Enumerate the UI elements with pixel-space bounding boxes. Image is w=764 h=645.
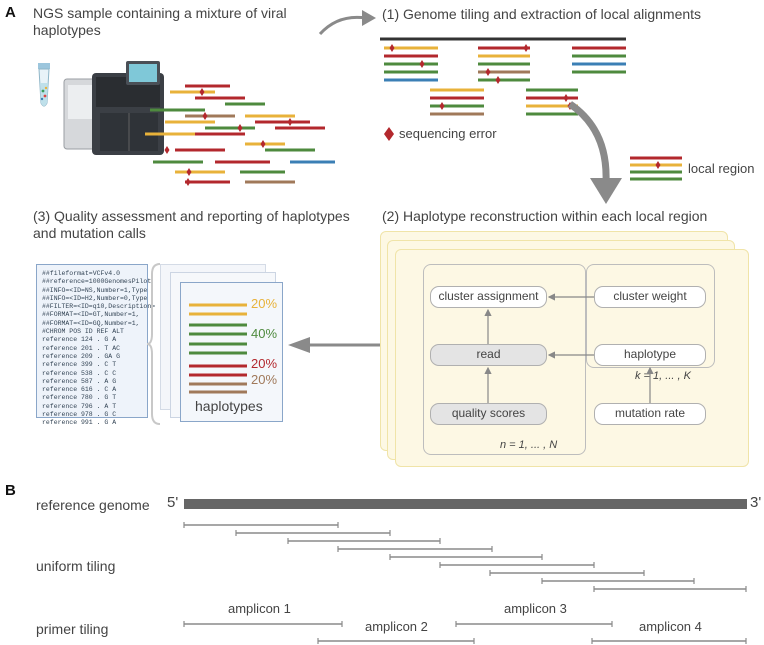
- sequencer-machine-icon: [63, 61, 164, 155]
- vcf-line: reference 201 . T AC: [42, 344, 121, 352]
- reference-genome-label: reference genome: [36, 497, 150, 513]
- error-marker: [199, 88, 205, 96]
- curved-arrow-2: [567, 101, 622, 204]
- vcf-line: reference 991 . G A: [42, 419, 117, 427]
- amplicon-3-label: amplicon 3: [504, 601, 567, 616]
- freq-green: 40%: [251, 326, 278, 341]
- sample-title-line1: NGS sample containing a mixture of viral: [33, 5, 287, 21]
- error-marker: [186, 168, 192, 176]
- sequencer-illustration: [38, 61, 164, 155]
- scattered-reads: [145, 84, 335, 186]
- vcf-line: ##FORMAT=<ID=GT,Number=1,: [42, 311, 140, 319]
- vcf-line: reference 780 . G T: [42, 394, 117, 402]
- plate-n-label: n = 1, ... , N: [500, 439, 558, 451]
- haplotype-card-front: 20% 40% 20% 20% haplotypes: [180, 282, 283, 422]
- amplicon-2-label: amplicon 2: [365, 619, 428, 634]
- vcf-line: reference 538 . C C: [42, 369, 117, 377]
- error-marker: [495, 76, 501, 84]
- error-marker: [287, 118, 293, 126]
- freq-yellow: 20%: [251, 296, 278, 311]
- bracket: [146, 263, 161, 425]
- vcf-line: reference 399 . C T: [42, 361, 117, 369]
- local-region-illustration: [630, 156, 682, 181]
- vcf-line: #CHROM POS ID REF ALT: [42, 328, 124, 336]
- step3-title-line2: and mutation calls: [33, 225, 146, 241]
- model-panel: cluster assignment cluster weight read h…: [395, 249, 749, 467]
- model-arrows: [484, 293, 654, 403]
- error-marker: [260, 140, 266, 148]
- primer-tiling-label: primer tiling: [36, 621, 109, 637]
- vcf-line: ##INFO=<ID=NS,Number=1,Type: [42, 286, 148, 294]
- tiling-segments: [183, 522, 747, 644]
- node-haplotype: haplotype: [594, 344, 706, 366]
- sequencing-error-icon: [384, 127, 394, 141]
- plate-n: [423, 264, 586, 455]
- vcf-line: ##FILTER=<ID=q10,Description=: [42, 303, 156, 311]
- freq-red: 20%: [251, 356, 278, 371]
- error-marker: [237, 124, 243, 132]
- result-arrow: [288, 337, 384, 353]
- error-marker: [202, 112, 208, 120]
- error-marker: [419, 60, 425, 68]
- freq-brown: 20%: [251, 372, 278, 387]
- node-read: read: [430, 344, 547, 366]
- error-marker: [185, 178, 191, 186]
- amplicon-4-label: amplicon 4: [639, 619, 702, 634]
- vcf-line: reference 209 . GA G: [42, 352, 121, 360]
- local-region-label: local region: [688, 161, 755, 176]
- error-marker: [563, 94, 569, 102]
- curved-arrow-1: [318, 10, 376, 36]
- three-prime-label: 3': [750, 494, 762, 511]
- node-cluster-weight: cluster weight: [594, 286, 706, 308]
- vcf-document: ##fileformat=VCFv4.0##reference=1000Geno…: [36, 264, 155, 426]
- vcf-line: reference 796 . A T: [42, 402, 117, 410]
- vcf-line: reference 587 . A G: [42, 377, 117, 385]
- step2-title: (2) Haplotype reconstruction within each…: [382, 208, 708, 224]
- vcf-line: ##reference=1000GenomesPilot: [42, 278, 152, 286]
- sequencing-error-label: sequencing error: [399, 126, 497, 141]
- node-quality-scores: quality scores: [430, 403, 547, 425]
- vcf-lines: ##fileformat=VCFv4.0##reference=1000Geno…: [42, 270, 155, 428]
- vcf-line: reference 978 . G C: [42, 411, 117, 419]
- error-marker: [389, 44, 395, 52]
- genome-tiling-illustration: [380, 37, 626, 116]
- uniform-tiling-label: uniform tiling: [36, 558, 116, 574]
- vcf-line: ##fileformat=VCFv4.0: [42, 270, 121, 277]
- error-marker: [439, 102, 445, 110]
- error-marker: [523, 44, 529, 52]
- sample-tube-icon: [38, 63, 50, 107]
- error-marker: [655, 161, 661, 169]
- haplotype-lines: [189, 303, 247, 394]
- haplotypes-label: haplotypes: [195, 398, 263, 414]
- panel-b-letter: B: [5, 482, 16, 499]
- node-mutation-rate: mutation rate: [594, 403, 706, 425]
- amplicon-1-label: amplicon 1: [228, 601, 291, 616]
- sample-title-line2: haplotypes: [33, 22, 101, 38]
- reference-genome-bar: [184, 499, 747, 509]
- panel-a-letter: A: [5, 4, 16, 21]
- vcf-line: ##INFO=<ID=H2,Number=0,Type: [42, 294, 148, 302]
- five-prime-label: 5': [167, 494, 179, 511]
- node-cluster-assignment: cluster assignment: [430, 286, 547, 308]
- vcf-line: reference 616 . C A: [42, 386, 117, 394]
- error-marker: [164, 146, 170, 154]
- step3-title-line1: (3) Quality assessment and reporting of …: [33, 208, 350, 224]
- vcf-line: reference 124 . G A: [42, 336, 117, 344]
- vcf-line: ##FORMAT=<ID=GQ,Number=1,: [42, 319, 140, 327]
- step1-title: (1) Genome tiling and extraction of loca…: [382, 6, 702, 22]
- error-marker: [485, 68, 491, 76]
